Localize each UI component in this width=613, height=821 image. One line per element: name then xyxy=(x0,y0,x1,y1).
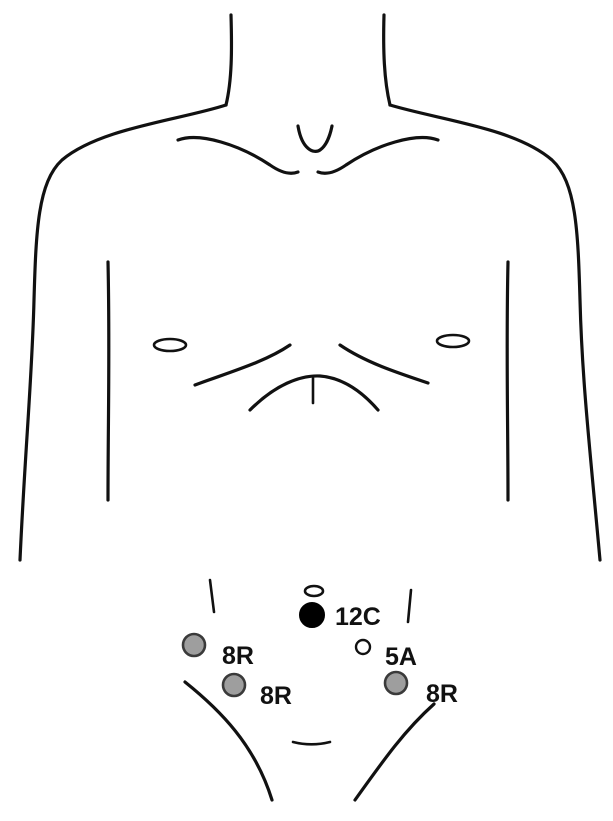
right-inguinal-line xyxy=(355,704,434,800)
pubic-line xyxy=(293,742,330,744)
umbilicus-marker xyxy=(305,586,323,596)
robotic-port-label-left-lower: 8R xyxy=(260,682,292,710)
camera-port-label: 12C xyxy=(335,603,381,631)
robotic-port-marker-left-lower xyxy=(223,674,245,696)
left-inguinal-line xyxy=(185,682,272,800)
left-torso-side xyxy=(108,262,109,500)
robotic-port-marker-left-upper xyxy=(183,634,205,656)
assist-port-marker xyxy=(356,640,370,654)
sternal-notch xyxy=(298,126,332,151)
left-nipple xyxy=(154,339,186,351)
robotic-port-label-left-upper: 8R xyxy=(222,642,254,670)
right-torso-side xyxy=(507,262,508,500)
robotic-port-marker-right xyxy=(385,672,407,694)
left-shoulder-arm xyxy=(20,105,226,560)
assist-port-label: 5A xyxy=(385,643,417,671)
camera-port-marker xyxy=(300,603,324,627)
left-clavicle xyxy=(178,138,298,174)
neck-left-line xyxy=(226,15,231,105)
right-pectoral-line xyxy=(340,345,428,383)
right-clavicle xyxy=(318,138,438,174)
neck-right-line xyxy=(384,15,390,105)
right-abdominal-line xyxy=(408,590,411,622)
robotic-port-label-right: 8R xyxy=(426,680,458,708)
right-nipple xyxy=(437,335,469,347)
left-pectoral-line xyxy=(195,345,290,385)
left-abdominal-line xyxy=(210,580,214,612)
right-shoulder-arm xyxy=(390,105,600,560)
